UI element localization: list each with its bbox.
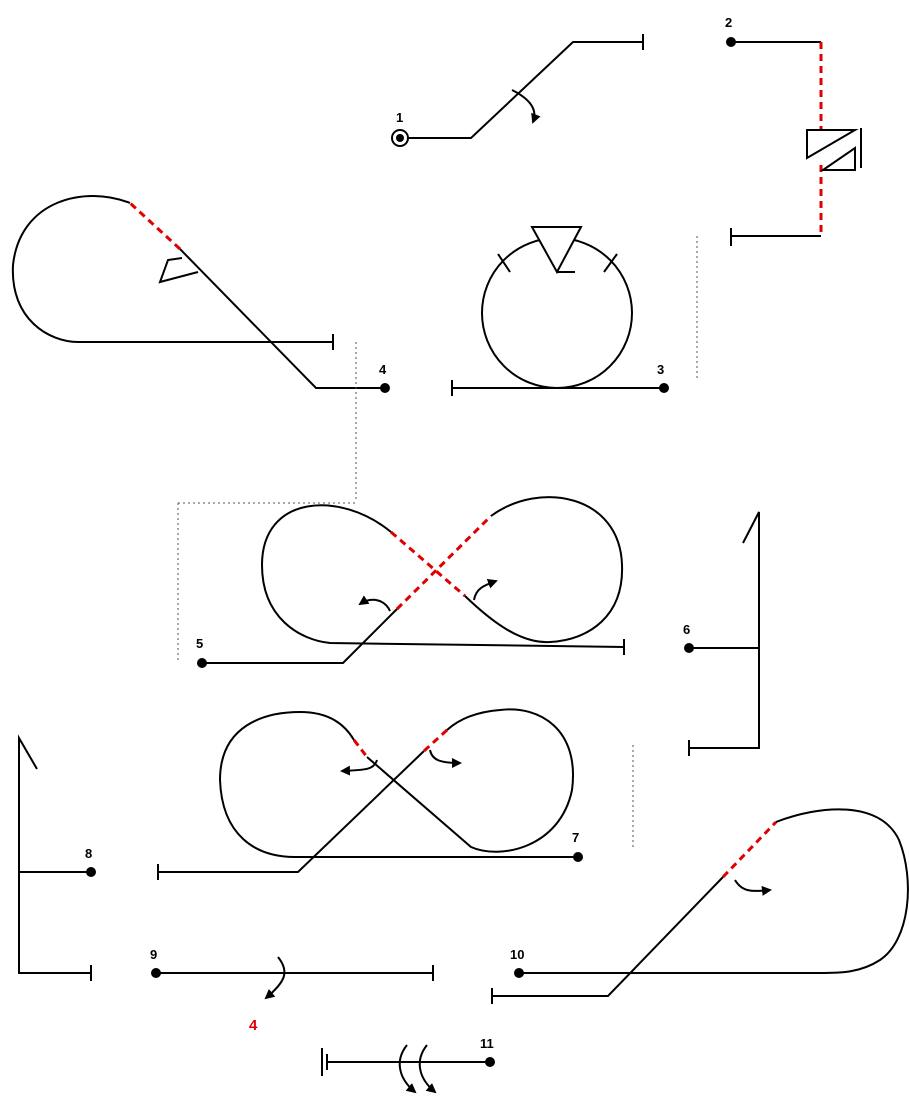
figure-5: 5 bbox=[177, 496, 625, 668]
rotation-arrow-icon bbox=[734, 879, 772, 896]
figure-11: 11 bbox=[321, 1036, 495, 1094]
figure-4-label: 4 bbox=[379, 362, 387, 377]
rotation-arrow-icon bbox=[473, 579, 498, 601]
figure-9: 9 4 bbox=[150, 947, 434, 1034]
figure-3-label: 3 bbox=[657, 362, 664, 377]
figure-7: 7 bbox=[157, 708, 634, 880]
figure-1: 1 bbox=[391, 34, 644, 147]
figure-9-label: 9 bbox=[150, 947, 157, 962]
figure-1-label: 1 bbox=[396, 110, 403, 125]
snap-roll-icon bbox=[806, 128, 862, 171]
figure-6-label: 6 bbox=[683, 622, 690, 637]
figure-10: 10 bbox=[491, 808, 909, 1004]
rotation-arrow-icon bbox=[418, 1044, 437, 1094]
figure-5-label: 5 bbox=[196, 636, 203, 651]
figure-10-label: 10 bbox=[510, 947, 524, 962]
snap-roll-icon bbox=[530, 226, 583, 275]
rotation-arrow-icon bbox=[429, 749, 462, 768]
figure-2: 2 bbox=[725, 15, 862, 246]
rotation-count-label: 4 bbox=[249, 1017, 258, 1034]
figure-4: 4 bbox=[11, 195, 390, 500]
figure-7-label: 7 bbox=[572, 830, 579, 845]
figure-3: 3 bbox=[451, 226, 698, 396]
rotation-arrow-icon bbox=[358, 595, 391, 612]
figure-8: 8 bbox=[18, 734, 96, 981]
figure-11-label: 11 bbox=[480, 1036, 494, 1051]
rotation-arrow-icon bbox=[511, 89, 541, 124]
rotation-arrow-icon bbox=[264, 956, 286, 1000]
rotation-arrow-icon bbox=[340, 759, 378, 776]
figure-8-label: 8 bbox=[85, 846, 92, 861]
figure-2-label: 2 bbox=[725, 15, 732, 30]
figure-6: 6 bbox=[683, 511, 760, 756]
rotation-arrow-icon bbox=[398, 1044, 417, 1094]
